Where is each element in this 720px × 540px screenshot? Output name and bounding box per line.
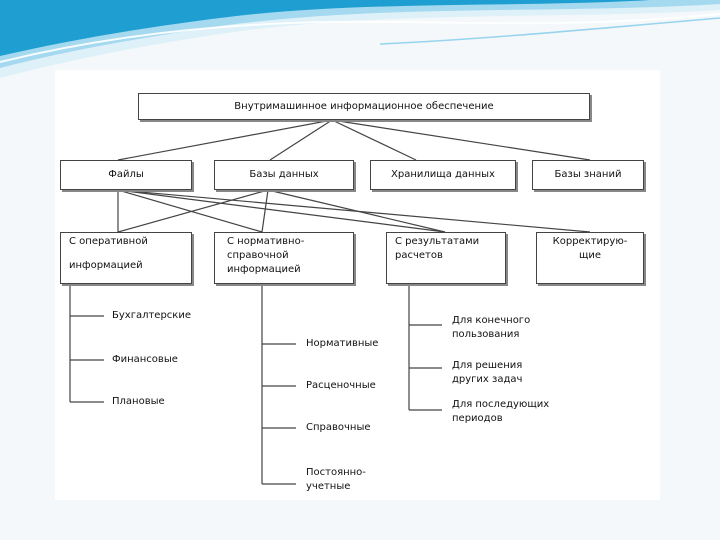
root-box: Внутримашинное информационное обеспечени… [138,93,590,120]
data-warehouses-label: Хранилища данных [391,169,495,180]
operational-box: С оперативной информацией [60,232,192,284]
corrective-box: Корректирую- щие [536,232,644,284]
leaf-next-periods: Для последующих периодов [452,398,549,426]
root-label: Внутримашинное информационное обеспечени… [234,100,494,112]
leaf-permanent-line2: учетные [306,481,351,492]
leaf-other-tasks: Для решения других задач [452,359,522,387]
leaf-planned: Плановые [112,396,165,407]
leaf-financial: Финансовые [112,354,178,365]
leaf-reference: Справочные [306,422,371,433]
leaf-normative: Нормативные [306,338,379,349]
operational-line1: С оперативной [69,236,148,247]
leaf-accounting: Бухгалтерские [112,310,191,321]
calculation-results-box: С результатами расчетов [386,232,506,284]
files-box: Файлы [60,160,192,190]
leaf-end-use: Для конечного пользования [452,314,530,342]
calculation-results-line1: С результатами [395,236,480,247]
leaf-next-periods-line2: периодов [452,413,503,424]
leaf-next-periods-line1: Для последующих [452,399,550,410]
knowledge-bases-label: Базы знаний [554,169,622,180]
knowledge-bases-box: Базы знаний [532,160,644,190]
operational-line2: информацией [69,260,143,271]
files-label: Файлы [108,169,144,180]
corrective-line1: Корректирую- [552,236,628,247]
leaf-end-use-line2: пользования [452,329,520,340]
normative-reference-line3: информацией [227,264,301,275]
normative-reference-line2: справочной [227,250,289,261]
databases-label: Базы данных [249,169,319,180]
leaf-other-tasks-line2: других задач [452,374,523,385]
normative-reference-line1: С нормативно- [227,236,305,247]
databases-box: Базы данных [214,160,354,190]
data-warehouses-box: Хранилища данных [370,160,516,190]
corrective-line2: щие [578,250,602,261]
leaf-permanent-line1: Постоянно- [306,467,366,478]
leaf-rate: Расценочные [306,380,376,391]
header-wave-decoration [0,0,720,78]
leaf-end-use-line1: Для конечного [452,315,531,326]
normative-reference-box: С нормативно- справочной информацией [214,232,354,284]
calculation-results-line2: расчетов [395,250,443,261]
leaf-other-tasks-line1: Для решения [452,360,523,371]
leaf-permanent-accounting: Постоянно- учетные [306,466,366,494]
diagram-canvas [55,70,660,500]
